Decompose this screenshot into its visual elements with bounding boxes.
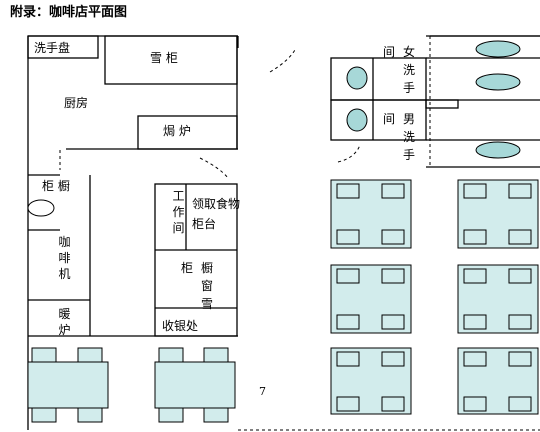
- women-label-3: 手: [403, 81, 416, 95]
- table-set-4: [457, 264, 539, 334]
- table-set-5: [330, 347, 412, 415]
- men-room-label: 间: [383, 112, 396, 126]
- door-arc-3: [337, 144, 361, 163]
- worker-room: [154, 183, 238, 337]
- kitchen-label: 厨房: [64, 96, 89, 110]
- food-counter-label-1: 领取食物: [192, 197, 241, 211]
- cabinet-sink: [27, 199, 55, 217]
- page-title: 附录：咖啡店平面图: [10, 5, 128, 20]
- table-set-6: [457, 347, 539, 415]
- men-restroom: [330, 99, 427, 141]
- restroom-right: [426, 35, 540, 168]
- oven-label: 焗 炉: [163, 124, 191, 138]
- men-label-3: 手: [403, 148, 416, 162]
- display-cabinet-label-2: 橱: [201, 261, 214, 275]
- basin-1: [475, 40, 521, 58]
- display-cabinet-label-4: 雪: [201, 297, 214, 311]
- table-set-8: [154, 347, 236, 423]
- basin-2: [475, 73, 521, 91]
- display-cabinet-label-3: 窗: [201, 279, 214, 293]
- women-sink: [346, 66, 368, 90]
- table-set-1: [330, 179, 412, 249]
- cashier-label: 收银处: [162, 319, 199, 333]
- door-arc-2: [199, 157, 229, 179]
- wash-basin-area: [27, 35, 99, 59]
- food-counter-label-2: 柜台: [192, 217, 217, 231]
- table-set-3: [330, 264, 412, 334]
- table-set-2: [457, 179, 539, 249]
- men-label-1: 男: [403, 112, 416, 126]
- fridge-label: 雪 柜: [150, 51, 178, 65]
- coffee-machine-label: 咖啡机: [58, 235, 71, 281]
- men-sink: [346, 108, 368, 132]
- women-label-2: 洗: [403, 63, 416, 77]
- kitchen-lower-wall: [28, 174, 91, 336]
- door-arc-1: [269, 47, 297, 73]
- men-label-2: 洗: [403, 130, 416, 144]
- display-cabinet-label-1: 柜: [181, 261, 194, 275]
- table-set-7: [27, 347, 109, 423]
- cabinet-label: 柜 橱: [42, 179, 70, 193]
- basin-3: [475, 141, 521, 159]
- women-room-label: 间: [383, 45, 396, 59]
- warmer-label: 暖炉: [58, 307, 71, 337]
- women-label-1: 女: [403, 45, 416, 59]
- women-urinal-1: [425, 99, 459, 109]
- annotation-number: 7: [259, 385, 266, 398]
- worker-room-label: 工作间: [172, 189, 185, 235]
- wash-basin-label: 洗手盘: [34, 41, 71, 55]
